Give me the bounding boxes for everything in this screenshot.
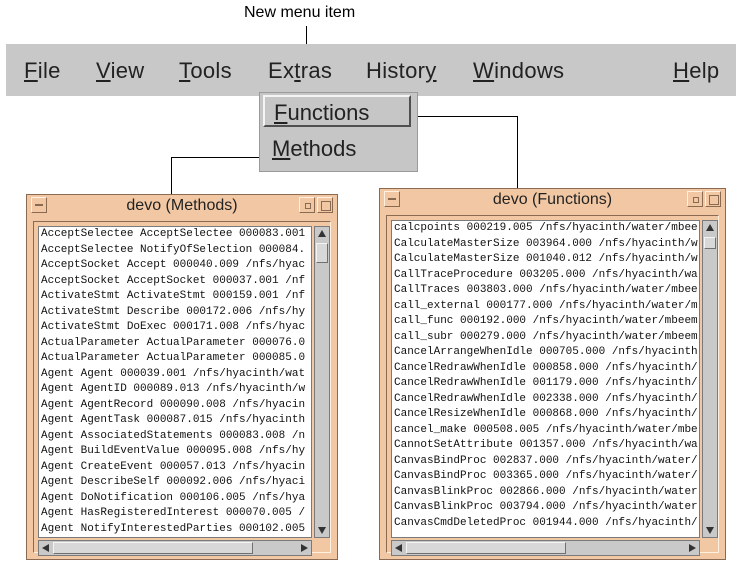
functions-callout-horizontal: [416, 116, 517, 117]
methods-window-content: AcceptSelectee AcceptSelectee 000083.001…: [33, 221, 331, 556]
scrollbar-thumb[interactable]: [316, 243, 328, 263]
list-item[interactable]: CanvasBindProc 003365.000 /nfs/hyacinth/…: [394, 470, 698, 482]
list-item[interactable]: Agent CreateEvent 000057.013 /nfs/hyacin: [41, 460, 306, 473]
list-item[interactable]: cancel_make 000508.005 /nfs/hyacinth/wat…: [394, 423, 698, 436]
vertical-scrollbar[interactable]: [702, 220, 718, 538]
functions-list[interactable]: calcpoints 000219.005 /nfs/hyacinth/wate…: [391, 220, 700, 538]
list-item[interactable]: AcceptSocket Accept 000040.009 /nfs/hyac: [41, 259, 306, 271]
list-item[interactable]: Agent BuildEventValue 000095.008 /nfs/hy: [41, 445, 306, 457]
list-item[interactable]: CancelArrangeWhenIdle 000705.000 /nfs/hy…: [394, 346, 698, 358]
annotation-pointer-line: [306, 26, 307, 44]
list-item[interactable]: CannotSetAttribute 001357.000 /nfs/hyaci…: [394, 439, 698, 451]
horizontal-scrollbar[interactable]: [391, 540, 700, 556]
list-item[interactable]: Agent AgentTask 000087.015 /nfs/hyacinth: [41, 414, 306, 426]
functions-callout-vertical: [517, 116, 518, 189]
menu-windows[interactable]: Windows: [473, 58, 565, 83]
list-item[interactable]: CanvasBindProc 002837.000 /nfs/hyacinth/…: [394, 454, 698, 467]
list-item[interactable]: CanvasBlinkProc 003794.000 /nfs/hyacinth…: [394, 501, 698, 513]
functions-window-content: calcpoints 000219.005 /nfs/hyacinth/wate…: [386, 215, 719, 556]
minimize-button[interactable]: [687, 191, 703, 207]
list-item[interactable]: CalculateMasterSize 003964.000 /nfs/hyac…: [394, 237, 698, 250]
menu-tools[interactable]: Tools: [179, 58, 232, 83]
scroll-down-arrow-icon[interactable]: [318, 527, 326, 534]
methods-window: devo (Methods) AcceptSelectee AcceptSele…: [26, 194, 338, 560]
list-item[interactable]: call_func 000192.000 /nfs/hyacinth/water…: [394, 315, 698, 327]
list-item[interactable]: CancelRedrawWhenIdle 001179.000 /nfs/hya…: [394, 377, 698, 389]
scrollbar-thumb[interactable]: [704, 237, 716, 249]
maximize-button[interactable]: [317, 197, 333, 213]
list-item[interactable]: CanvasBlinkProc 002866.000 /nfs/hyacinth…: [394, 485, 698, 498]
methods-callout-horizontal: [171, 157, 260, 158]
menu-item-methods[interactable]: Methods: [272, 136, 357, 161]
scroll-left-arrow-icon[interactable]: [395, 544, 402, 552]
list-item[interactable]: ActivateStmt ActivateStmt 000159.001 /nf: [41, 290, 306, 302]
scroll-right-arrow-icon[interactable]: [301, 544, 308, 552]
menu-file[interactable]: File: [24, 58, 61, 83]
list-item[interactable]: AcceptSelectee NotifyOfSelection 000084.: [41, 243, 306, 256]
scrollbar-thumb[interactable]: [406, 542, 566, 554]
scroll-up-arrow-icon[interactable]: [318, 230, 326, 237]
scroll-up-arrow-icon[interactable]: [706, 224, 714, 231]
scroll-right-arrow-icon[interactable]: [689, 544, 696, 552]
list-item[interactable]: Agent DoNotification 000106.005 /nfs/hya: [41, 491, 306, 504]
extras-dropdown-menu: Functions Methods: [259, 92, 418, 172]
list-item[interactable]: CalculateMasterSize 001040.012 /nfs/hyac…: [394, 253, 698, 265]
scrollbar-thumb[interactable]: [53, 542, 253, 554]
list-item[interactable]: CanvasCmdDeletedProc 001944.000 /nfs/hya…: [394, 516, 698, 529]
list-item[interactable]: CancelResizeWhenIdle 000868.000 /nfs/hya…: [394, 408, 698, 420]
menu-item-functions[interactable]: Functions: [263, 95, 411, 127]
list-item[interactable]: Agent AssociatedStatements 000083.008 /n: [41, 429, 306, 442]
list-item[interactable]: ActualParameter ActualParameter 000076.0: [41, 336, 306, 349]
list-item[interactable]: AcceptSocket AcceptSocket 000037.001 /nf: [41, 274, 306, 287]
maximize-button[interactable]: [705, 191, 721, 207]
functions-window: devo (Functions) calcpoints 000219.005 /…: [379, 188, 726, 560]
list-item[interactable]: Agent AgentRecord 000090.008 /nfs/hyacin: [41, 398, 306, 411]
list-item[interactable]: call_external 000177.000 /nfs/hyacinth/w…: [394, 299, 698, 312]
list-item[interactable]: CallTraces 003803.000 /nfs/hyacinth/wate…: [394, 284, 698, 296]
methods-window-titlebar[interactable]: devo (Methods): [27, 195, 337, 217]
menu-extras[interactable]: Extras: [268, 58, 333, 83]
functions-window-titlebar[interactable]: devo (Functions): [380, 189, 725, 211]
annotation-label: New menu item: [244, 4, 356, 21]
list-item[interactable]: CancelRedrawWhenIdle 002338.000 /nfs/hya…: [394, 392, 698, 405]
list-item[interactable]: Agent DescribeSelf 000092.006 /nfs/hyaci: [41, 476, 306, 488]
list-item[interactable]: CallTraceProcedure 003205.000 /nfs/hyaci…: [394, 268, 698, 281]
list-item[interactable]: AcceptSelectee AcceptSelectee 000083.001: [41, 228, 306, 240]
menu-help[interactable]: Help: [673, 58, 720, 83]
vertical-scrollbar[interactable]: [314, 226, 330, 538]
list-item[interactable]: ActivateStmt DoExec 000171.008 /nfs/hyac: [41, 321, 306, 333]
list-item[interactable]: calcpoints 000219.005 /nfs/hyacinth/wate…: [394, 222, 698, 234]
methods-window-title: devo (Methods): [126, 197, 238, 214]
list-item[interactable]: Agent HasRegisteredInterest 000070.005 /: [41, 507, 306, 519]
minimize-button[interactable]: [299, 197, 315, 213]
menu-bar: File View Tools Extras History Windows H…: [6, 44, 736, 96]
list-item[interactable]: Agent Agent 000039.001 /nfs/hyacinth/wat: [41, 367, 306, 380]
list-item[interactable]: ActualParameter ActualParameter 000085.0: [41, 352, 306, 364]
list-item[interactable]: CancelRedrawWhenIdle 000858.000 /nfs/hya…: [394, 361, 698, 374]
window-menu-button[interactable]: [31, 197, 47, 213]
window-menu-button[interactable]: [384, 191, 400, 207]
list-item[interactable]: Agent AgentID 000089.013 /nfs/hyacinth/w: [41, 383, 306, 395]
scroll-left-arrow-icon[interactable]: [42, 544, 49, 552]
methods-callout-vertical: [171, 157, 172, 195]
methods-list[interactable]: AcceptSelectee AcceptSelectee 000083.001…: [38, 226, 312, 538]
menu-view[interactable]: View: [96, 58, 145, 83]
functions-window-title: devo (Functions): [492, 191, 613, 208]
list-item[interactable]: call_subr 000279.000 /nfs/hyacinth/water…: [394, 330, 698, 343]
list-item[interactable]: Agent NotifyInterestedParties 000102.005: [41, 522, 306, 535]
horizontal-scrollbar[interactable]: [38, 540, 312, 556]
menu-history[interactable]: History: [366, 58, 437, 83]
scroll-down-arrow-icon[interactable]: [706, 527, 714, 534]
list-item[interactable]: ActivateStmt Describe 000172.006 /nfs/hy: [41, 305, 306, 318]
